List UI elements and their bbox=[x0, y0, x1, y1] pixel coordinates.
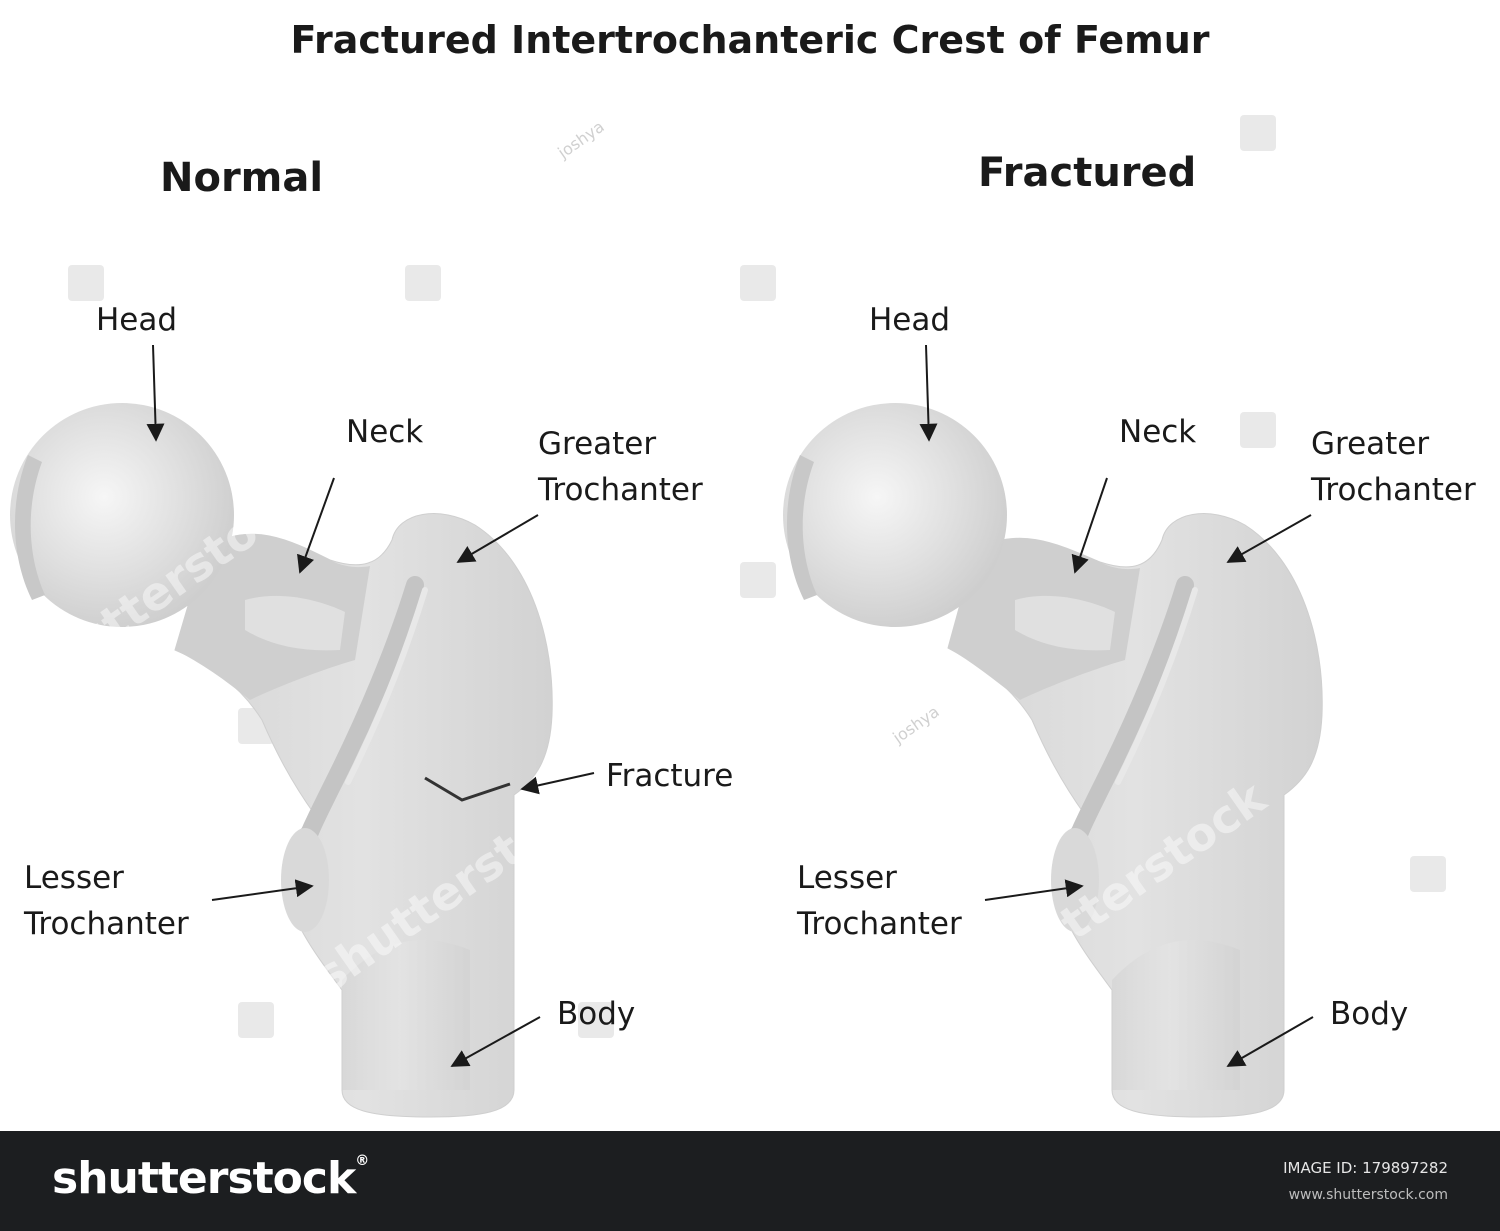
fractured-label-lesser-2: Trochanter bbox=[797, 906, 962, 942]
fractured-head-arrow bbox=[919, 344, 938, 442]
fractured-label-lesser-1: Lesser bbox=[797, 860, 897, 896]
normal-crest-highlight bbox=[345, 587, 428, 785]
fractured-shaft-shade bbox=[1112, 940, 1240, 1090]
fractured-greater-arrow bbox=[1226, 514, 1312, 563]
normal-label-neck: Neck bbox=[346, 414, 424, 450]
normal-body-arrow bbox=[450, 1016, 541, 1067]
normal-femur bbox=[10, 403, 553, 1118]
image-id: IMAGE ID: 179897282 bbox=[1283, 1159, 1448, 1177]
watermark-icon bbox=[578, 1002, 614, 1038]
watermark-icon bbox=[68, 265, 104, 301]
fractured-femur bbox=[783, 403, 1323, 1118]
normal-neck-highlight bbox=[245, 595, 345, 651]
watermark-icon bbox=[740, 562, 776, 598]
diagram-title: Fractured Intertrochanteric Crest of Fem… bbox=[290, 18, 1210, 62]
fractured-label-greater-2: Trochanter bbox=[1311, 472, 1476, 508]
normal-leaders bbox=[146, 344, 595, 1067]
fractured-femoral-head bbox=[783, 403, 1007, 627]
normal-greater-arrow bbox=[456, 514, 539, 563]
watermark-icon bbox=[1410, 856, 1446, 892]
normal-label-lesser-2: Trochanter bbox=[24, 906, 189, 942]
femur-diagram bbox=[10, 344, 1323, 1118]
fractured-crest-highlight bbox=[1115, 587, 1198, 785]
normal-fracture-arrow bbox=[520, 772, 595, 795]
fractured-neck-arrow bbox=[1071, 477, 1108, 574]
normal-shaft-shade bbox=[342, 940, 470, 1090]
footer-bar: shutterstock® IMAGE ID: 179897282 www.sh… bbox=[0, 1131, 1500, 1231]
normal-head-arrow bbox=[146, 344, 165, 442]
normal-head-rim bbox=[14, 455, 45, 600]
footer-url: www.shutterstock.com bbox=[1288, 1187, 1448, 1203]
fractured-head-rim bbox=[786, 455, 817, 600]
normal-label-head: Head bbox=[96, 302, 178, 338]
fractured-leaders bbox=[919, 344, 1314, 1067]
normal-label-greater-1: Greater bbox=[538, 426, 657, 462]
fractured-label-head: Head bbox=[869, 302, 951, 338]
fractured-label-greater-1: Greater bbox=[1311, 426, 1430, 462]
normal-lesser-arrow bbox=[211, 879, 314, 901]
fractured-heading: Fractured bbox=[978, 150, 1197, 196]
normal-lesser-trochanter bbox=[281, 828, 329, 932]
normal-femoral-head bbox=[10, 403, 234, 627]
normal-label-lesser-1: Lesser bbox=[24, 860, 124, 896]
watermark-icon bbox=[1240, 412, 1276, 448]
normal-fracture-line bbox=[424, 776, 511, 802]
normal-heading: Normal bbox=[160, 155, 324, 201]
fractured-label-body: Body bbox=[1330, 996, 1409, 1032]
footer-logo: shutterstock® bbox=[52, 1153, 369, 1204]
registered-mark: ® bbox=[355, 1153, 369, 1169]
fractured-body-arrow bbox=[1226, 1016, 1314, 1067]
normal-label-greater-2: Trochanter bbox=[538, 472, 703, 508]
fractured-label-neck: Neck bbox=[1119, 414, 1197, 450]
fractured-neck-highlight bbox=[1015, 595, 1115, 651]
normal-neck-arrow bbox=[297, 477, 335, 574]
watermark-icon bbox=[740, 265, 776, 301]
watermark-icon bbox=[1240, 115, 1276, 151]
fractured-lesser-arrow bbox=[984, 879, 1084, 901]
watermark-icon bbox=[405, 265, 441, 301]
normal-label-body: Body bbox=[557, 996, 636, 1032]
watermark-icon bbox=[238, 1002, 274, 1038]
normal-label-fracture: Fracture bbox=[606, 758, 734, 794]
footer-logo-text: shutterstock bbox=[52, 1153, 356, 1204]
